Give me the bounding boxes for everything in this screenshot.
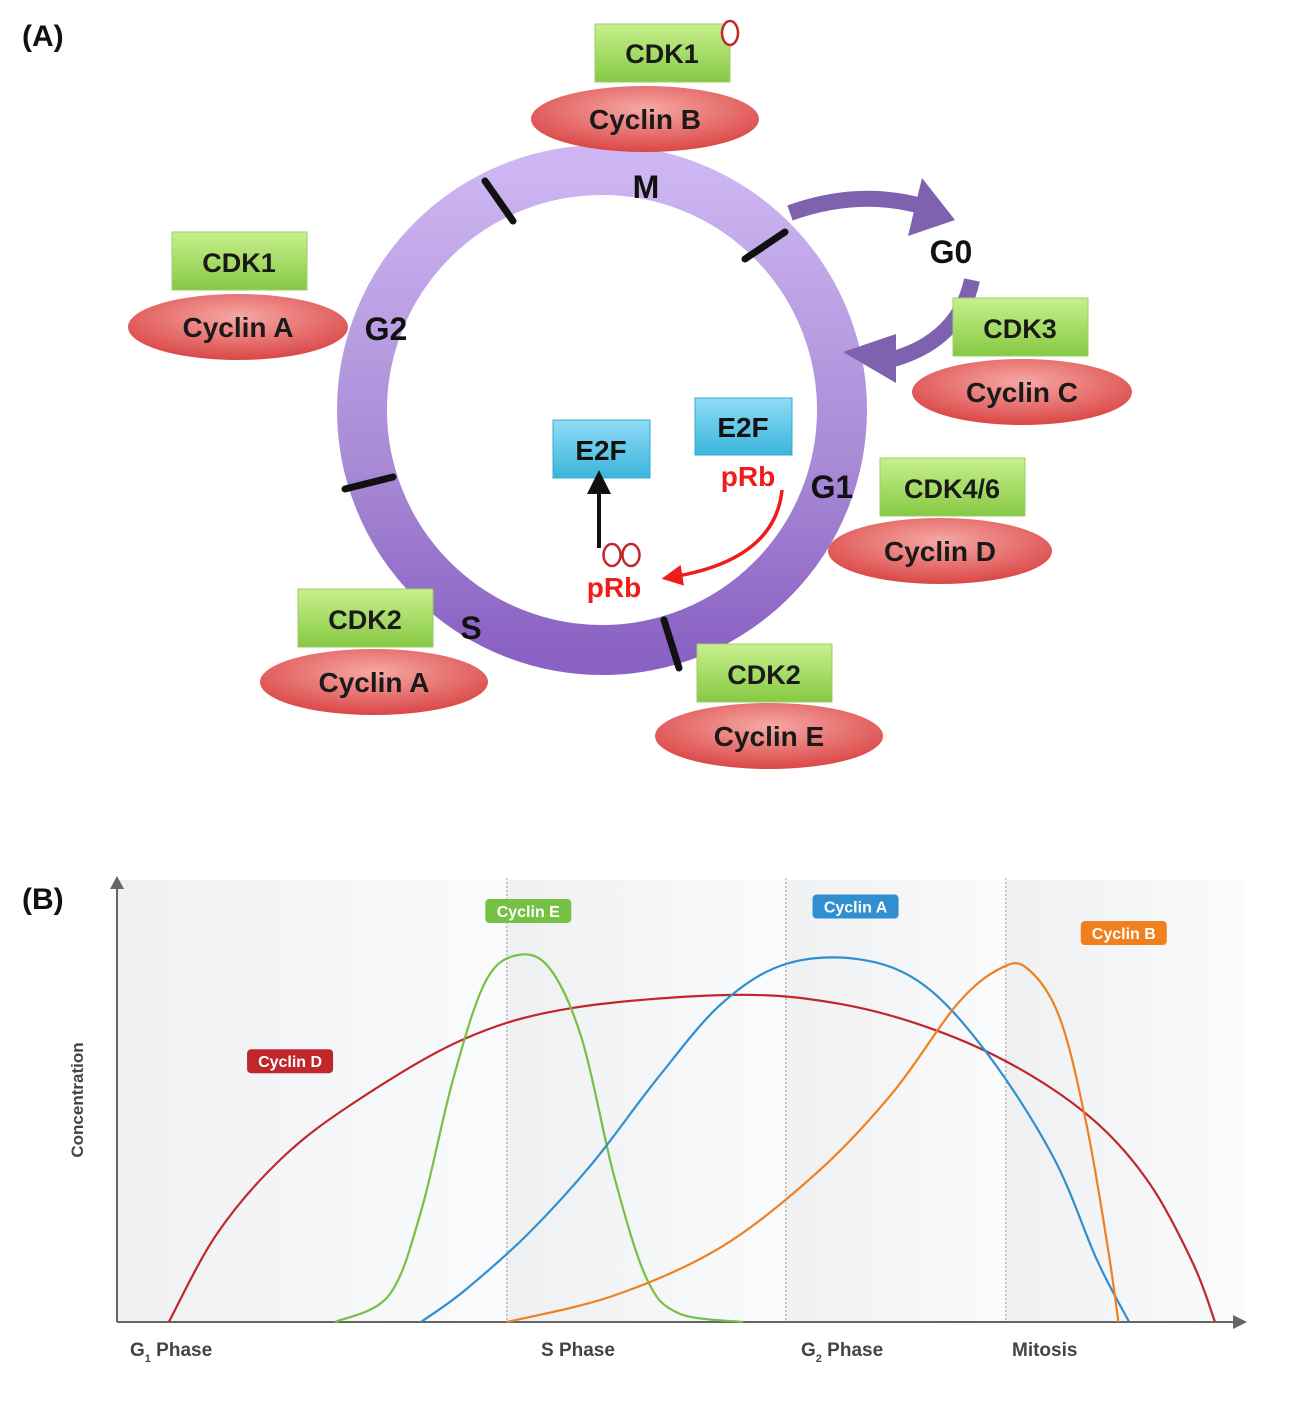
e2f-free-label: E2F — [575, 435, 626, 466]
divider-s-g2 — [341, 473, 397, 493]
panel-a-label: (A) — [22, 20, 64, 53]
complex-cdk1-cyclin-a: CDK1 Cyclin A — [128, 231, 348, 360]
x-axis-arrow-icon — [1233, 1315, 1247, 1329]
cyclin-ellipse — [531, 86, 759, 152]
phosphate-icon — [720, 19, 740, 47]
phase-dividers — [341, 177, 789, 672]
cyclin-label: Cyclin E — [714, 721, 824, 752]
series-label-cyclin-a: Cyclin A — [812, 894, 899, 919]
cdk-label: CDK3 — [983, 314, 1057, 344]
series-label-text: Cyclin D — [258, 1054, 322, 1071]
x-tick-mitosis: Mitosis — [1012, 1340, 1077, 1361]
series-label-text: Cyclin A — [824, 900, 888, 917]
complex-cdk2-cyclin-e: CDK2 Cyclin E — [655, 643, 883, 769]
x-tick-s: S Phase — [541, 1340, 615, 1361]
cyclin-label: Cyclin C — [966, 377, 1078, 408]
panel-a: (A) M G2 G1 S G0 CDK1 Cyclin B — [22, 19, 1132, 769]
e2f-bound-label: E2F — [717, 412, 768, 443]
y-axis-arrow-icon — [110, 876, 124, 889]
g0-arrow — [787, 178, 980, 383]
series-line-cyclin-e — [334, 953, 744, 1324]
cyclin-ellipse — [260, 649, 488, 715]
cdk-box — [696, 643, 833, 703]
cdk-box — [297, 588, 434, 648]
e2f-prb-pathway: E2F E2F pRb pRb — [552, 397, 793, 603]
complex-cdk2-cyclin-a: CDK2 Cyclin A — [260, 588, 488, 715]
series-line-cyclin-a — [420, 956, 1131, 1323]
cell-cycle-ring — [337, 145, 867, 675]
phase-band — [117, 880, 507, 1322]
cyclin-ellipse — [655, 703, 883, 769]
series-label-cyclin-b: Cyclin B — [1080, 921, 1167, 946]
series-label-pill — [812, 894, 899, 919]
cyclin-label: Cyclin D — [884, 536, 996, 567]
phase-band — [506, 880, 786, 1322]
panel-b-label: (B) — [22, 883, 64, 916]
cyclin-ellipse — [128, 294, 348, 360]
cyclin-ellipse — [912, 359, 1132, 425]
series-label-pill — [1080, 921, 1167, 946]
cdk-box — [952, 297, 1089, 357]
phase-bands — [117, 880, 1245, 1322]
phase-band — [785, 880, 1006, 1322]
cdk-box — [594, 23, 731, 83]
phase-label-m: M — [633, 169, 660, 205]
cdk-label: CDK1 — [625, 39, 699, 69]
divider-g2-m — [481, 177, 517, 225]
panel-b: (B) Concentration G1 Phase S Phase G2 Ph… — [22, 876, 1247, 1365]
phosphate-icon — [621, 542, 641, 568]
series-line-cyclin-b — [506, 962, 1120, 1324]
cyclin-label: Cyclin A — [319, 667, 430, 698]
phosphate-icon — [602, 542, 622, 568]
series-label-text: Cyclin B — [1092, 926, 1156, 943]
cdk-label: CDK2 — [328, 605, 402, 635]
phosphorylation-arrow — [661, 489, 784, 586]
series-label-cyclin-d: Cyclin D — [247, 1049, 334, 1074]
series-label-text: Cyclin E — [497, 904, 560, 921]
series-line-cyclin-d — [167, 993, 1217, 1323]
series-lines — [167, 953, 1217, 1324]
cyclin-ellipse — [828, 518, 1052, 584]
cdk-box — [879, 457, 1026, 517]
cdk-box — [171, 231, 308, 291]
divider-g1-s — [660, 616, 683, 672]
series-label-pill — [247, 1049, 334, 1074]
e2f-bound-box — [694, 397, 793, 456]
complex-cdk46-cyclin-d: CDK4/6 Cyclin D — [828, 457, 1052, 584]
phase-boundaries — [506, 878, 1007, 1322]
phase-label-s: S — [460, 610, 481, 646]
phase-band — [1005, 880, 1245, 1322]
series-labels: Cyclin E Cyclin A Cyclin B Cyclin D — [247, 894, 1167, 1074]
series-label-cyclin-e: Cyclin E — [485, 898, 572, 923]
phase-label-g0: G0 — [930, 234, 973, 270]
divider-m-g1 — [741, 228, 789, 263]
phase-label-g2: G2 — [365, 311, 408, 347]
cdk-label: CDK4/6 — [904, 474, 1000, 504]
complex-cdk1-cyclin-b: CDK1 Cyclin B — [531, 19, 759, 152]
complex-cdk3-cyclin-c: CDK3 Cyclin C — [912, 297, 1132, 425]
x-tick-g1: G1 Phase — [130, 1340, 212, 1365]
x-tick-g2: G2 Phase — [801, 1340, 883, 1365]
cyclin-label: Cyclin B — [589, 104, 701, 135]
cyclin-label: Cyclin A — [183, 312, 294, 343]
cdk-label: CDK1 — [202, 248, 276, 278]
x-tick-labels: G1 Phase S Phase G2 Phase Mitosis — [130, 1340, 1077, 1365]
phase-label-g1: G1 — [811, 469, 854, 505]
prb-phospho-label: pRb — [587, 572, 641, 603]
cdk-label: CDK2 — [727, 660, 801, 690]
series-label-pill — [485, 898, 572, 923]
prb-bound-label: pRb — [721, 461, 775, 492]
e2f-free-box — [552, 419, 651, 479]
y-axis-title: Concentration — [68, 1042, 87, 1157]
